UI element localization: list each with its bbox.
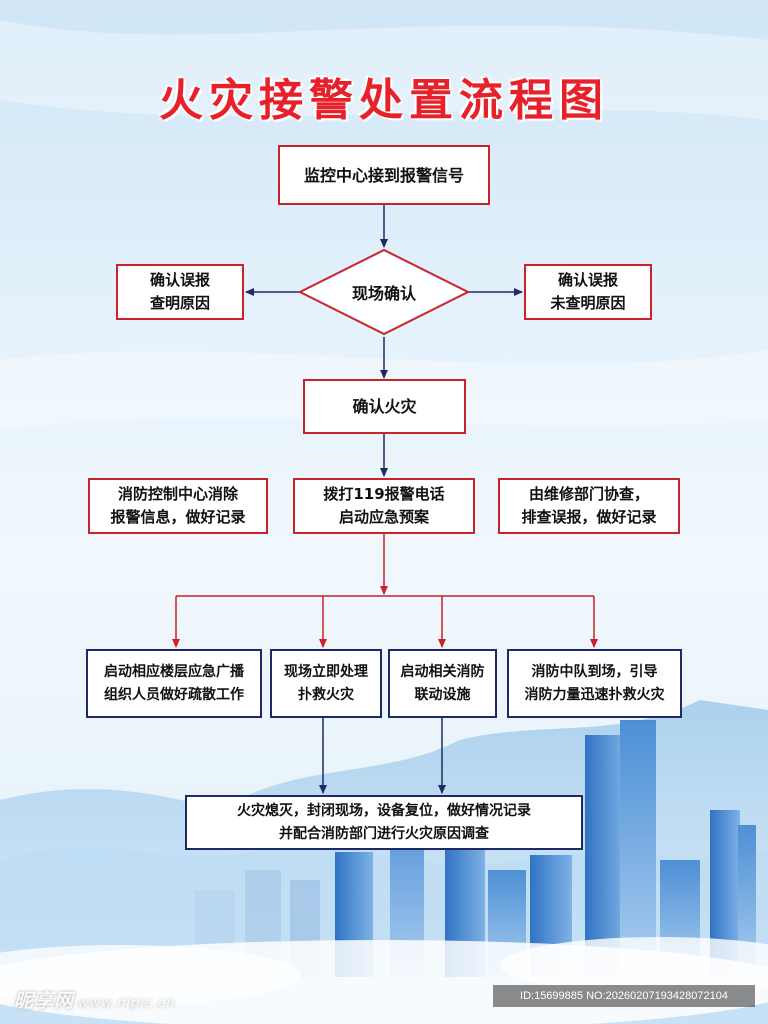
node-line: 查明原因 xyxy=(149,294,210,312)
node-line: 并配合消防部门进行火灾原因调查 xyxy=(279,825,489,842)
node-monitor-label: 监控中心接到报警信号 xyxy=(303,165,464,185)
node-line: 启动相应楼层应急广播 xyxy=(104,663,244,680)
logo-url: www.nipic.cn xyxy=(78,996,176,1011)
node-line: 消防中队到场，引导 xyxy=(531,663,658,680)
clouds xyxy=(0,937,768,1024)
node-line: 联动设施 xyxy=(414,686,471,703)
node-repair-check: 由维修部门协查， 排查误报，做好记录 xyxy=(498,478,680,534)
node-line: 扑救火灾 xyxy=(298,686,354,703)
node-confirm-fire-label: 确认火灾 xyxy=(352,397,417,416)
node-clear-alarm: 消防控制中心消除报警信息，做好记录 xyxy=(88,478,268,534)
node-line: 启动应急预案 xyxy=(338,508,429,526)
site-confirm-label: 现场确认 xyxy=(351,284,416,303)
node-monitor: 监控中心接到报警信号 xyxy=(278,145,490,205)
node-linkage: 启动相关消防联动设施 xyxy=(388,649,497,718)
node-final: 火灾熄灭，封闭现场，设备复位，做好情况记录并配合消防部门进行火灾原因调查 xyxy=(185,795,583,850)
logo-text: 昵享网 xyxy=(14,990,75,1012)
node-line: 排查误报，做好记录 xyxy=(521,508,657,526)
node-broadcast: 启动相应楼层应急广播组织人员做好疏散工作 xyxy=(86,649,262,718)
node-line: 火灾熄灭，封闭现场，设备复位，做好情况记录 xyxy=(237,802,531,819)
node-line: 拨打119报警电话 xyxy=(323,485,445,503)
node-line: 消防控制中心消除 xyxy=(117,485,238,503)
node-line: 确认误报 xyxy=(557,271,618,289)
node-fire-team: 消防中队到场，引导消防力量迅速扑救火灾 xyxy=(507,649,682,718)
node-line: 确认误报 xyxy=(149,271,210,289)
node-line: 现场立即处理 xyxy=(284,663,368,680)
page-title: 火灾接警处置流程图 xyxy=(159,75,609,126)
node-confirm-fire: 确认火灾 xyxy=(303,379,466,434)
node-handle-site: 现场立即处理扑救火灾 xyxy=(270,649,382,718)
node-line: 未查明原因 xyxy=(550,294,626,312)
node-line: 消防力量迅速扑救火灾 xyxy=(524,686,665,703)
node-line: 由维修部门协查， xyxy=(528,485,649,503)
node-false-alarm-found: 确认误报查明原因 xyxy=(116,264,244,320)
node-false-alarm-unfound: 确认误报未查明原因 xyxy=(524,264,652,320)
node-line: 报警信息，做好记录 xyxy=(110,508,246,526)
node-call-119: 拨打119报警电话启动应急预案 xyxy=(293,478,475,534)
image-id-bar: ID:15699885 NO:20260207193428072104 xyxy=(493,985,755,1007)
node-line: 组织人员做好疏散工作 xyxy=(104,686,244,703)
node-line: 启动相关消防 xyxy=(400,663,485,680)
